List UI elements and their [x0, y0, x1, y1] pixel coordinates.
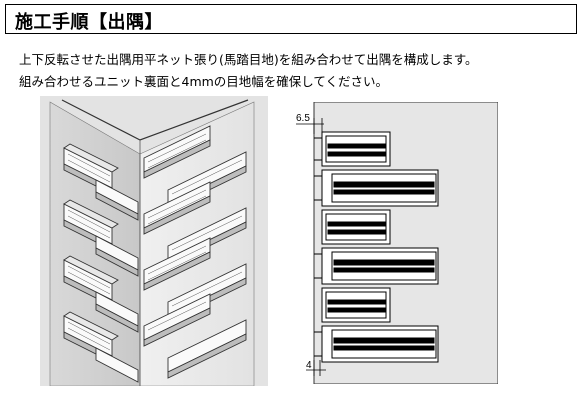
left-tiles	[63, 143, 139, 383]
short-tile-2	[321, 209, 391, 245]
long-tile-3	[314, 325, 439, 363]
right-tile-group-4	[143, 293, 247, 379]
short-tile-1	[314, 131, 391, 167]
dimension-top	[296, 118, 324, 134]
description-line-2: 組み合わせるユニット裏面と4mmの目地幅を確保してください。	[19, 74, 389, 89]
dimension-bottom-label: 4	[306, 360, 312, 371]
left-tile-group-4	[63, 311, 139, 383]
long-tile-1	[314, 169, 439, 207]
section-border	[313, 102, 498, 384]
dimension-bottom	[306, 360, 326, 376]
left-tile-group-2	[63, 199, 139, 277]
long-tile-2	[314, 247, 439, 285]
title-box: 施工手順【出隅】	[5, 4, 577, 34]
left-tile-group-1	[63, 143, 139, 221]
dimension-top-label: 6.5	[296, 113, 310, 124]
left-tile-group-3	[63, 255, 139, 333]
section-diagram: 6.5 4	[296, 102, 498, 384]
corner-perspective-illustration	[40, 96, 268, 386]
right-tiles	[143, 125, 247, 379]
description-line-1: 上下反転させた出隅用平ネット張り(馬踏目地)を組み合わせて出隅を構成します。	[19, 52, 478, 67]
page-title: 施工手順【出隅】	[15, 12, 163, 33]
short-tile-3	[321, 287, 391, 323]
tile-profiles	[314, 131, 439, 363]
